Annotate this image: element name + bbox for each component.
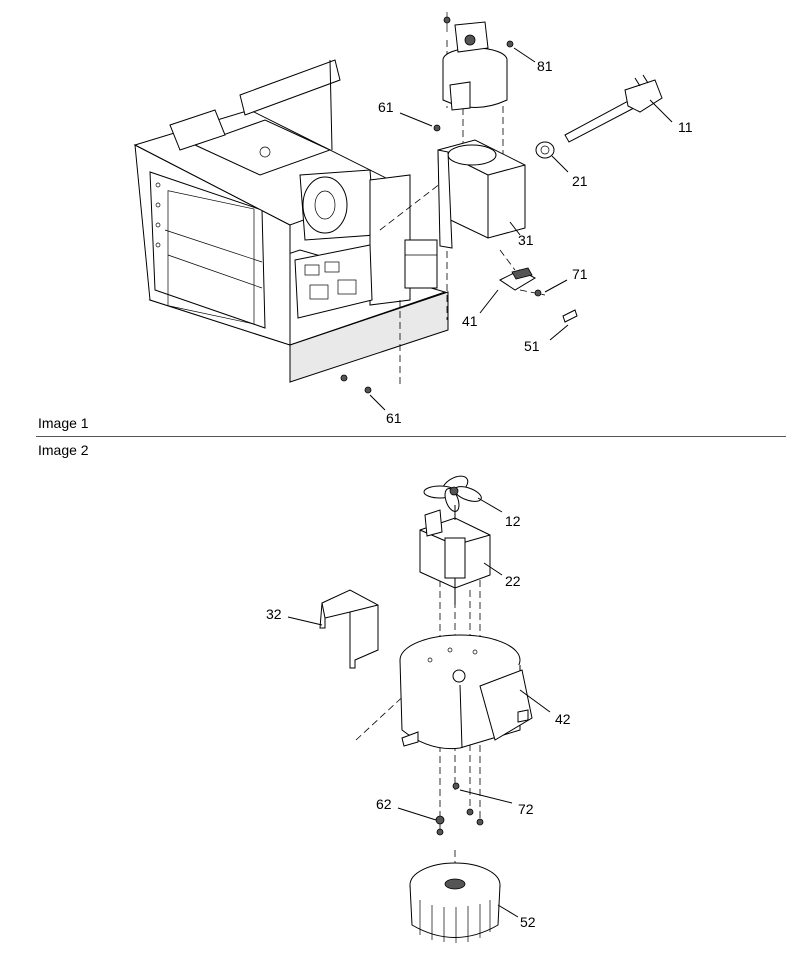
callout-61-upper: 61 — [378, 99, 394, 115]
section-divider — [36, 436, 786, 437]
parts-62-72-screws — [435, 782, 484, 836]
part-32-bracket — [319, 589, 379, 669]
image-2-caption: Image 2 — [38, 442, 89, 458]
part-41-switch — [499, 267, 537, 291]
callout-22: 22 — [505, 573, 521, 589]
callout-11: 11 — [678, 119, 693, 135]
part-22-fan-motor — [419, 505, 491, 605]
callout-51: 51 — [524, 338, 540, 354]
callout-72: 72 — [518, 801, 534, 817]
part-52-blower-wheel — [409, 862, 501, 943]
callout-81: 81 — [537, 58, 553, 74]
part-11-power-cord — [564, 74, 663, 143]
part-61-screw — [399, 112, 441, 132]
part-31-air-duct — [437, 139, 526, 249]
callout-21: 21 — [572, 173, 588, 189]
part-21-bushing — [535, 141, 555, 159]
small-hardware — [340, 289, 578, 394]
callout-31: 31 — [518, 232, 534, 248]
callout-62: 62 — [376, 796, 392, 812]
image-1-caption: Image 1 — [38, 415, 89, 431]
callout-42: 42 — [555, 711, 571, 727]
callout-leaders-2 — [287, 497, 551, 918]
assembly-lines-1 — [379, 40, 546, 385]
callout-71: 71 — [572, 266, 588, 282]
callout-32: 32 — [266, 606, 282, 622]
part-42-blower-housing — [399, 634, 533, 750]
callout-12: 12 — [505, 513, 521, 529]
callout-leaders-1 — [369, 47, 673, 411]
callout-52: 52 — [520, 914, 536, 930]
callout-61-lower: 61 — [386, 410, 402, 426]
part-81-blower-motor — [442, 12, 514, 111]
callout-41: 41 — [462, 313, 478, 329]
part-12-fan-blade — [423, 475, 482, 512]
microwave-chassis — [133, 59, 449, 383]
